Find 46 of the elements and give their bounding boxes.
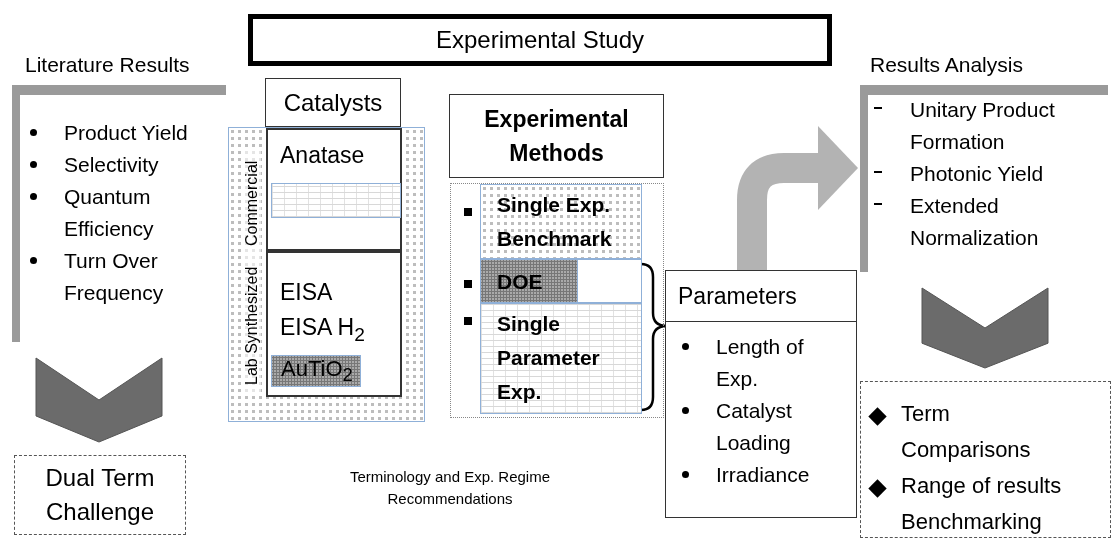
chevron-arrow	[35, 357, 163, 443]
chevron-arrow	[921, 287, 1049, 369]
method-box	[480, 303, 642, 414]
title-box	[248, 14, 832, 66]
box-label: Single Exp. Benchmark	[497, 192, 613, 252]
list-item: Quantum Efficiency	[64, 184, 155, 242]
heading: Literature Results	[25, 53, 190, 77]
box-label: Catalysts	[283, 88, 383, 117]
dotted-panel	[228, 127, 425, 422]
box-label: Anatase	[280, 142, 365, 169]
list-item: Selectivity	[64, 152, 160, 178]
box-label: Single Parameter Exp.	[497, 311, 601, 405]
list-item: Catalyst Loading	[716, 398, 793, 456]
heading: Parameters	[666, 271, 856, 322]
parameters-box	[665, 270, 857, 518]
box-label: DOE	[497, 269, 544, 295]
dotted-panel	[450, 183, 664, 418]
box-label: Experimental Study	[435, 26, 645, 54]
box-label: AuTiO$_{2}$	[281, 356, 353, 388]
list-item: Term Comparisons	[901, 400, 1032, 464]
list-item: Extended Normalization	[910, 193, 1040, 251]
list-item: Unitary Product Formation	[910, 97, 1056, 155]
list-item: Turn Over Frequency	[64, 248, 165, 306]
box-label: Experimental Methods	[483, 105, 630, 168]
catalyst-group-box	[266, 128, 402, 251]
method-box	[480, 259, 642, 303]
hatched-row	[271, 355, 361, 387]
hatched-row	[271, 183, 401, 218]
list-item: Range of results Benchmarking	[901, 472, 1063, 536]
catalyst-group-box	[266, 251, 402, 397]
note: Terminology and Exp. Regime Recommendations	[348, 467, 552, 509]
box-label: EISA H$_{2}$	[280, 313, 365, 347]
header-box	[265, 78, 401, 127]
header-box	[449, 94, 664, 178]
box-label: Dual Term Challenge	[44, 463, 156, 527]
method-box	[480, 184, 642, 259]
list-item: Irradiance	[716, 462, 811, 488]
heading: Results Analysis	[870, 53, 1023, 77]
list-item: Photonic Yield	[910, 161, 1045, 187]
vertical-label: Commercial	[243, 148, 261, 258]
vertical-label: Lab Synthesized	[243, 258, 261, 393]
dashed-box	[860, 381, 1111, 538]
box-label: EISA	[280, 278, 333, 307]
list-item: Length of Exp.	[716, 334, 805, 392]
dashed-box	[14, 455, 186, 535]
list-item: Product Yield	[64, 120, 189, 146]
